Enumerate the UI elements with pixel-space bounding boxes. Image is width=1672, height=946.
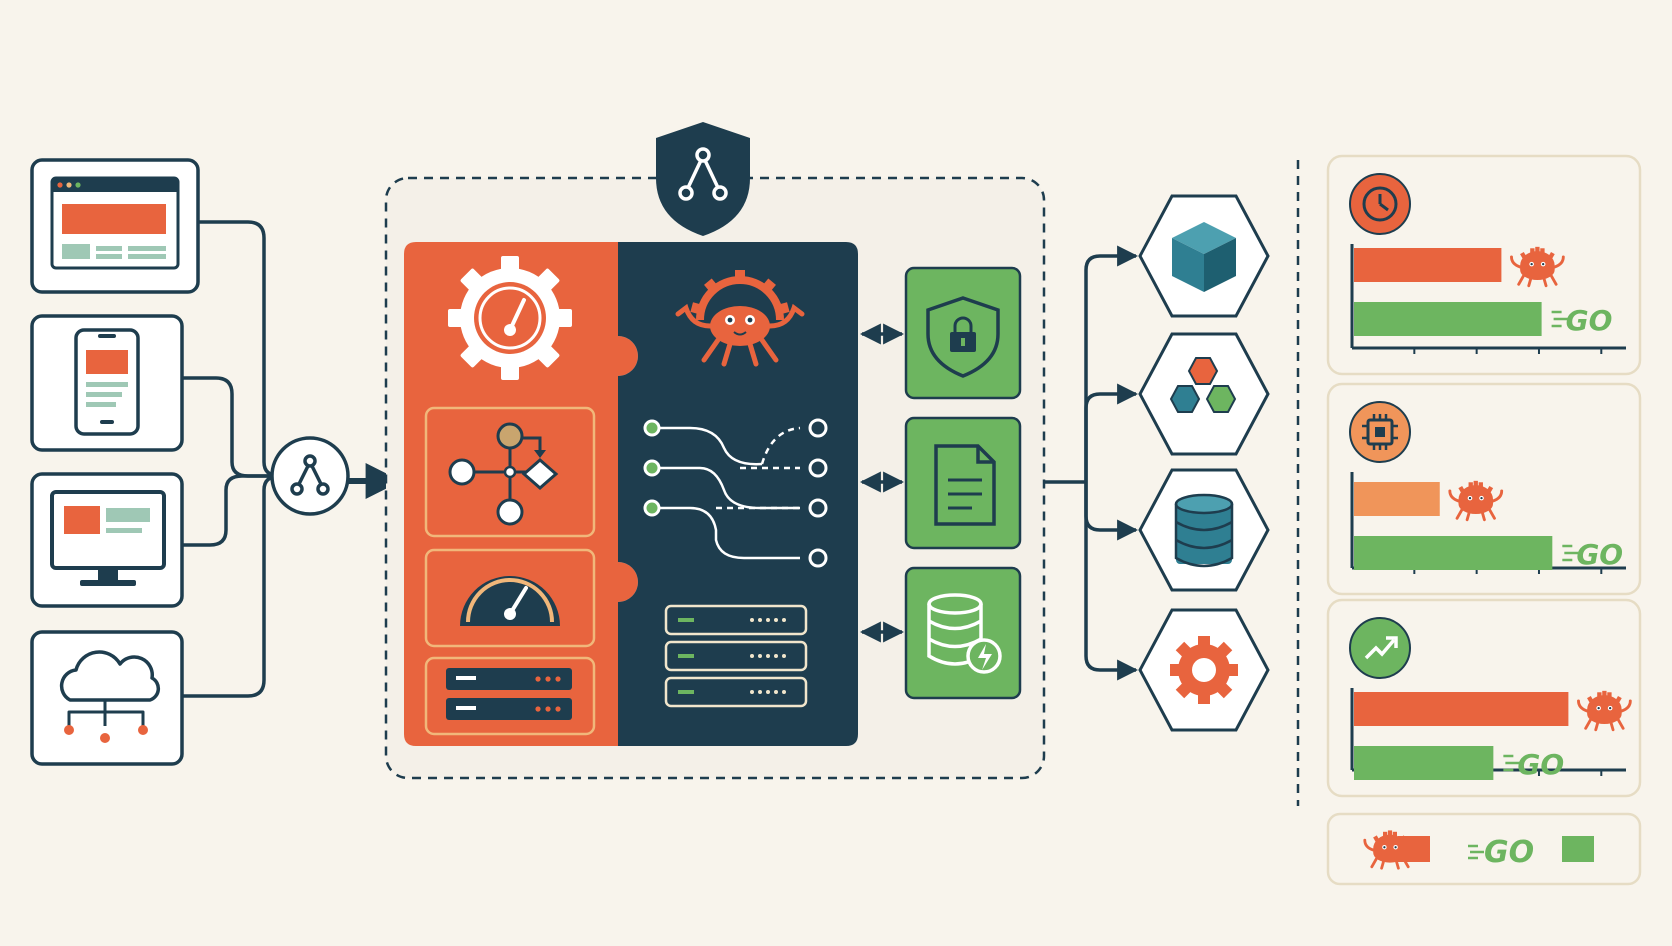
output-database (1138, 468, 1270, 592)
cpu-chip-icon (1349, 401, 1411, 463)
server-stack-icon (664, 604, 808, 708)
shield-lock-icon (926, 296, 1000, 378)
go-logo: GO (1562, 538, 1623, 571)
workflow-frame (424, 406, 596, 538)
workflow-icon (448, 422, 559, 526)
rust-bar (1354, 248, 1502, 282)
server-icon (446, 668, 572, 720)
rust-bar (1354, 692, 1569, 726)
svg-text:GO: GO (1484, 835, 1534, 870)
hexagon-cluster-icon (1169, 357, 1237, 413)
client-desktop-monitor (30, 472, 184, 608)
output-components (1138, 332, 1270, 456)
go-bar (1354, 302, 1542, 336)
cloud-network-icon (59, 650, 161, 743)
server-frame (424, 656, 596, 736)
output-connectors (1044, 245, 1139, 681)
client-cloud (30, 630, 184, 766)
stopwatch-icon (1349, 173, 1411, 235)
database-icon (1174, 493, 1234, 568)
database-bolt-icon (927, 593, 1002, 674)
service-documents (904, 416, 1022, 550)
crab-icon (675, 270, 805, 367)
legend-go-logo: GO (1468, 835, 1534, 870)
gear-gauge-icon (448, 256, 572, 380)
branch-node-icon (290, 454, 330, 496)
go-logo: GO (1551, 304, 1613, 337)
smartphone-icon (74, 328, 140, 436)
service-security (904, 266, 1022, 400)
svg-text:GO: GO (1566, 304, 1613, 337)
benchmark-panel-3: GO (1326, 598, 1642, 798)
benchmark-panel-2: GO (1326, 382, 1642, 596)
svg-text:GO: GO (1517, 748, 1564, 781)
rust-bar (1354, 482, 1440, 516)
legend-rust-swatch (1398, 836, 1430, 862)
go-bar (1354, 746, 1494, 780)
service-database (904, 566, 1022, 700)
trend-up-icon (1349, 617, 1411, 679)
shield-node-icon (656, 122, 750, 236)
routing-lines-icon (643, 418, 828, 568)
benchmark-axis (1350, 244, 1626, 354)
go-bar (1354, 536, 1553, 570)
client-mobile-phone (30, 314, 184, 452)
monitor-icon (50, 490, 166, 586)
client-connectors (182, 220, 281, 698)
svg-text:GO: GO (1576, 538, 1623, 571)
service-links (859, 323, 905, 643)
output-settings (1138, 608, 1270, 732)
go-logo: GO (1503, 748, 1564, 781)
benchmark-panel-1: GO (1326, 154, 1642, 376)
gear-icon (1170, 636, 1238, 704)
output-cube (1138, 194, 1270, 318)
router-node (270, 436, 350, 516)
speedometer-icon (460, 576, 560, 626)
legend: GO (1326, 812, 1642, 886)
legend-go-swatch (1562, 836, 1594, 862)
client-web-browser (30, 158, 200, 294)
browser-window-icon (50, 176, 180, 270)
document-icon (934, 444, 996, 526)
cube-icon (1172, 222, 1236, 292)
speedometer-frame (424, 548, 596, 648)
